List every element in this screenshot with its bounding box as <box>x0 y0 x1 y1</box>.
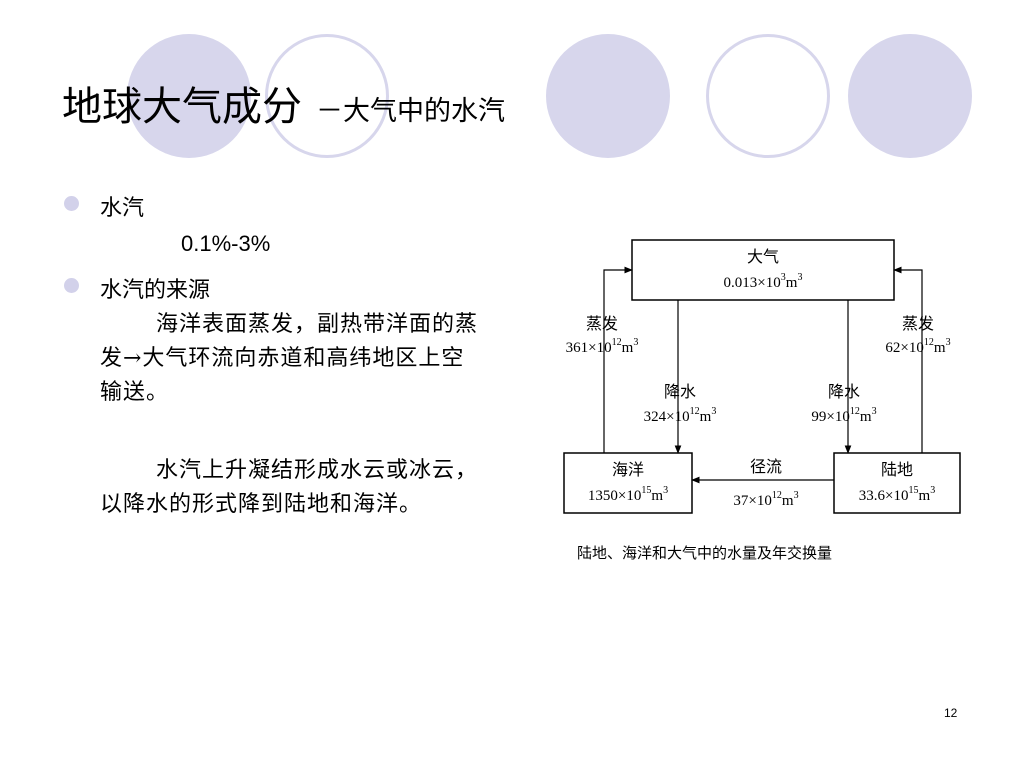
vapor-percent: 0.1%-3% <box>181 231 271 256</box>
title-subtitle: －大气中的水汽 <box>316 96 505 127</box>
evap-land-value: 62×1012m3 <box>885 337 950 356</box>
land-value: 33.6×1015m3 <box>859 485 935 504</box>
paragraph-evaporation: 海洋表面蒸发，副热带洋面的蒸发→大气环流向赤道和高纬地区上空输送。 <box>100 312 479 405</box>
precip-ocean-label: 降水 <box>664 383 696 401</box>
page-number: 12 <box>944 706 958 720</box>
runoff-label: 径流 <box>750 458 782 476</box>
slide-title: 地球大气成分 －大气中的水汽 <box>62 74 505 132</box>
precip-land-label: 降水 <box>828 383 860 401</box>
ocean-label: 海洋 <box>612 461 644 479</box>
bullet-dot-icon <box>64 278 79 293</box>
evap-land-label: 蒸发 <box>902 315 934 333</box>
decor-circle-3 <box>546 34 670 158</box>
decor-circle-2 <box>265 34 389 158</box>
ocean-value: 1350×1015m3 <box>588 485 668 504</box>
decor-circle-1 <box>127 34 251 158</box>
decor-circle-5 <box>848 34 972 158</box>
precip-land-value: 99×1012m3 <box>811 406 876 425</box>
evap-ocean-label: 蒸发 <box>586 315 618 333</box>
atmosphere-value: 0.013×103m3 <box>724 272 803 291</box>
decor-circle-4 <box>706 34 830 158</box>
bullet-dot-icon <box>64 196 79 211</box>
paragraph-condensation: 水汽上升凝结形成水云或冰云，以降水的形式降到陆地和海洋。 <box>100 458 479 517</box>
title-main: 地球大气成分 <box>62 84 302 130</box>
runoff-value: 37×1012m3 <box>733 490 798 509</box>
precip-ocean-value: 324×1012m3 <box>644 406 717 425</box>
evap-ocean-arrow <box>603 266 633 453</box>
atmosphere-label: 大气 <box>747 248 779 266</box>
evap-land-arrow <box>893 266 923 453</box>
evap-ocean-value: 361×1012m3 <box>566 337 639 356</box>
diagram-caption: 陆地、海洋和大气中的水量及年交换量 <box>577 544 833 562</box>
water-cycle-diagram: 大气 0.013×103m3 蒸发 361×1012m3 蒸发 62×1012m… <box>563 239 961 514</box>
bullet-text: 水汽 <box>100 196 145 221</box>
land-box <box>833 452 961 514</box>
bullet-text: 水汽的来源 <box>100 278 211 303</box>
land-label: 陆地 <box>881 461 913 479</box>
